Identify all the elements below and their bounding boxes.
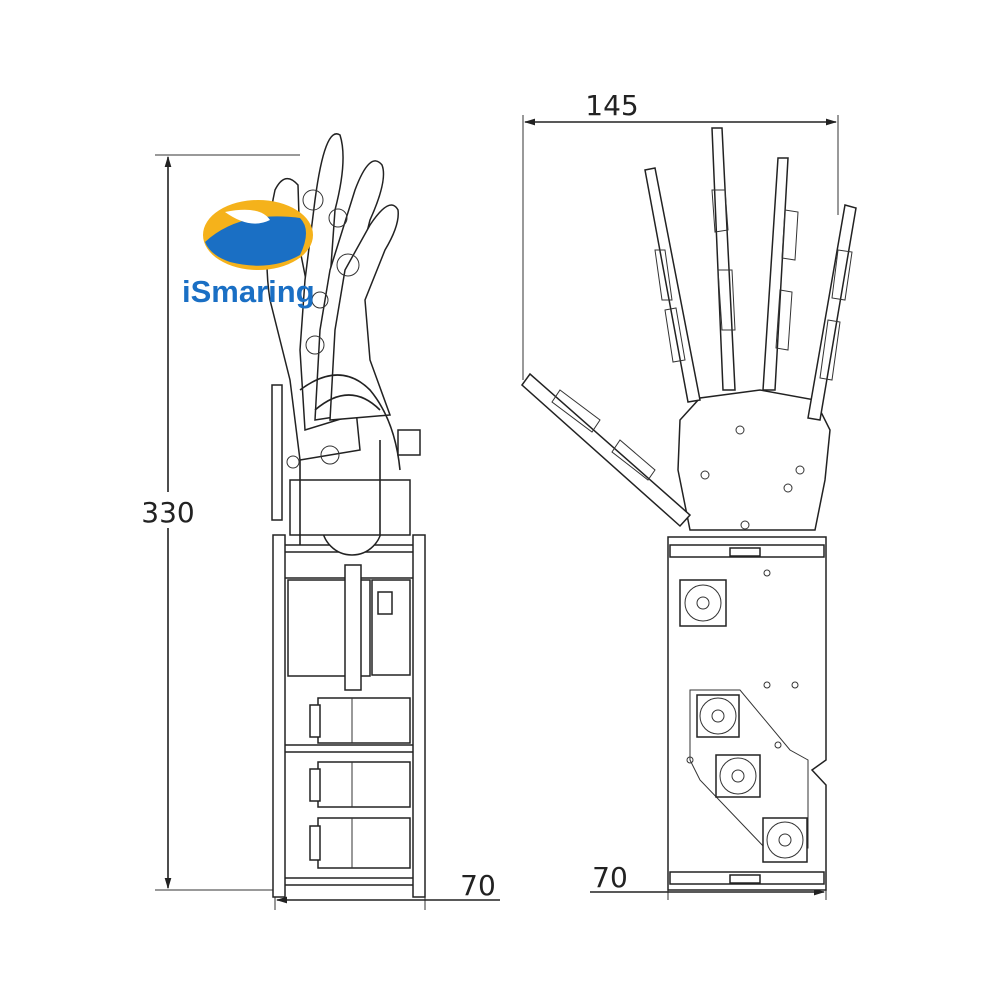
side-width-label: 70 — [460, 869, 496, 902]
finger — [762, 157, 799, 391]
motor — [309, 697, 411, 744]
front-view-hand — [520, 127, 857, 891]
finger — [711, 127, 736, 391]
finger — [644, 167, 701, 403]
front-width-label: 145 — [585, 89, 638, 122]
ismaring-logo: iSmaring — [182, 200, 315, 309]
motor — [309, 817, 411, 869]
thumb — [520, 372, 692, 528]
motor — [309, 761, 411, 808]
side-height-dimension: 330 — [136, 154, 300, 891]
base-width-label: 70 — [592, 861, 628, 894]
logo-text: iSmaring — [182, 274, 315, 309]
finger — [807, 204, 857, 421]
front-width-dimension: 145 — [522, 89, 839, 380]
height-label: 330 — [141, 496, 194, 529]
front-base-dimension: 70 — [590, 861, 827, 900]
side-width-dimension: 70 — [274, 869, 500, 910]
